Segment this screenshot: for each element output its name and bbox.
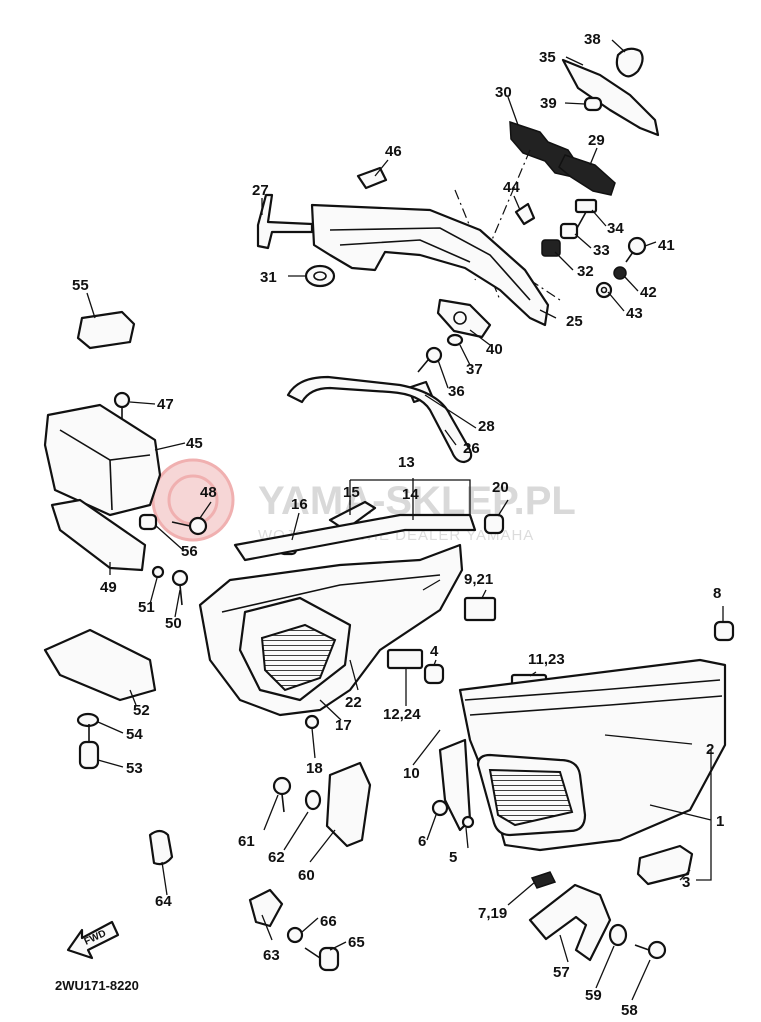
diagram-code: 2WU171-8220 bbox=[55, 978, 139, 993]
callout-40: 40 bbox=[486, 341, 503, 358]
callout-49: 49 bbox=[100, 579, 117, 596]
callout-4: 4 bbox=[430, 643, 439, 660]
callout-18: 18 bbox=[306, 760, 323, 777]
callout-41: 41 bbox=[658, 237, 675, 254]
callout-46: 46 bbox=[385, 143, 402, 160]
callout-60: 60 bbox=[298, 867, 315, 884]
callout-58: 58 bbox=[621, 1002, 638, 1019]
callout-3: 3 bbox=[682, 874, 690, 891]
callout-28: 28 bbox=[478, 418, 495, 435]
left-side-cover-assembly bbox=[198, 500, 505, 972]
callout-64: 64 bbox=[155, 893, 172, 910]
callout-33: 33 bbox=[593, 242, 610, 259]
callout-1: 1 bbox=[716, 813, 724, 830]
callout-20: 20 bbox=[492, 479, 509, 496]
callout-55: 55 bbox=[72, 277, 89, 294]
callout-13: 13 bbox=[398, 454, 415, 471]
callout-34: 34 bbox=[607, 220, 624, 237]
callout-22: 22 bbox=[345, 694, 362, 711]
callout-48: 48 bbox=[200, 484, 217, 501]
callout-50: 50 bbox=[165, 615, 182, 632]
callout-5: 5 bbox=[449, 849, 457, 866]
callout-27: 27 bbox=[252, 182, 269, 199]
callout-8: 8 bbox=[713, 585, 721, 602]
callout-2: 2 bbox=[706, 741, 714, 758]
callout-44: 44 bbox=[503, 179, 520, 196]
callout-39: 39 bbox=[540, 95, 557, 112]
callout-9-21: 9,21 bbox=[464, 571, 493, 588]
callout-63: 63 bbox=[263, 947, 280, 964]
callout-53: 53 bbox=[126, 760, 143, 777]
callout-38: 38 bbox=[584, 31, 601, 48]
callout-12-24: 12,24 bbox=[383, 706, 421, 723]
callout-56: 56 bbox=[181, 543, 198, 560]
callout-42: 42 bbox=[640, 284, 657, 301]
callout-51: 51 bbox=[138, 599, 155, 616]
callout-29: 29 bbox=[588, 132, 605, 149]
callout-17: 17 bbox=[335, 717, 352, 734]
leader-lines bbox=[86, 39, 724, 1001]
callout-59: 59 bbox=[585, 987, 602, 1004]
callout-6: 6 bbox=[418, 833, 426, 850]
callout-30: 30 bbox=[495, 84, 512, 101]
callout-43: 43 bbox=[626, 305, 643, 322]
callout-15: 15 bbox=[343, 484, 360, 501]
callout-32: 32 bbox=[577, 263, 594, 280]
callout-26: 26 bbox=[463, 440, 480, 457]
watermark-logo bbox=[151, 458, 235, 542]
callout-labels: 38 35 39 30 29 46 27 44 34 33 32 41 42 4… bbox=[72, 31, 724, 1019]
forward-direction-arrow-icon: FWD bbox=[66, 920, 120, 960]
callout-25: 25 bbox=[566, 313, 583, 330]
callout-37: 37 bbox=[466, 361, 483, 378]
callout-35: 35 bbox=[539, 49, 556, 66]
callout-10: 10 bbox=[403, 765, 420, 782]
callout-52: 52 bbox=[133, 702, 150, 719]
callout-11-23: 11,23 bbox=[528, 651, 565, 668]
callout-61: 61 bbox=[238, 833, 255, 850]
callout-65: 65 bbox=[348, 934, 365, 951]
callout-54: 54 bbox=[126, 726, 143, 743]
callout-66: 66 bbox=[320, 913, 337, 930]
tail-cover-assembly bbox=[256, 47, 660, 464]
callout-36: 36 bbox=[448, 383, 465, 400]
right-side-cover-assembly bbox=[423, 620, 735, 962]
callout-45: 45 bbox=[186, 435, 203, 452]
callout-31: 31 bbox=[260, 269, 277, 286]
callout-62: 62 bbox=[268, 849, 285, 866]
callout-47: 47 bbox=[157, 396, 174, 413]
callout-14: 14 bbox=[402, 486, 419, 503]
callout-16: 16 bbox=[291, 496, 308, 513]
callout-57: 57 bbox=[553, 964, 570, 981]
battery-box-assembly bbox=[43, 310, 208, 866]
callout-7-19: 7,19 bbox=[478, 905, 507, 922]
